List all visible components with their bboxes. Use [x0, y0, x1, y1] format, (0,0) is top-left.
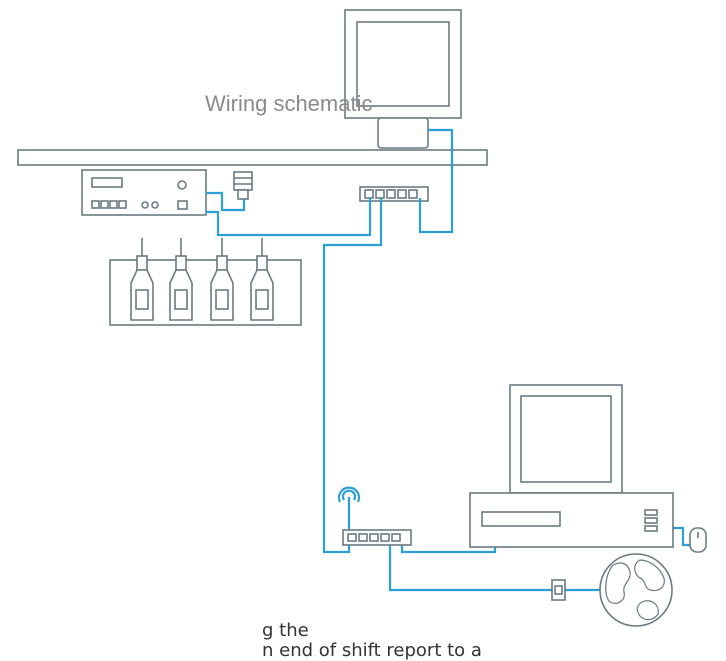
wifi-icon	[337, 486, 361, 530]
bottle-tray	[109, 238, 302, 326]
shelf-icon	[17, 149, 488, 166]
bottle-icon	[250, 238, 274, 321]
caption-fragment: g the	[262, 620, 309, 641]
desktop-icon	[469, 384, 674, 548]
wall-jack-icon	[551, 579, 566, 601]
adapter-icon	[233, 171, 253, 200]
diagram-title: Wiring schematic	[205, 91, 373, 116]
monitor-icon	[344, 9, 462, 149]
bottle-icon	[169, 238, 193, 321]
bottle-icon	[210, 238, 234, 321]
switch-icon	[359, 186, 429, 202]
mouse-icon	[689, 527, 707, 553]
cable-lines	[206, 128, 699, 592]
caption-fragment: n end of shift report to a	[262, 640, 482, 661]
globe-icon	[599, 553, 673, 627]
bottle-icon	[130, 238, 154, 321]
router-icon	[342, 529, 412, 546]
instrument-icon	[81, 169, 207, 216]
